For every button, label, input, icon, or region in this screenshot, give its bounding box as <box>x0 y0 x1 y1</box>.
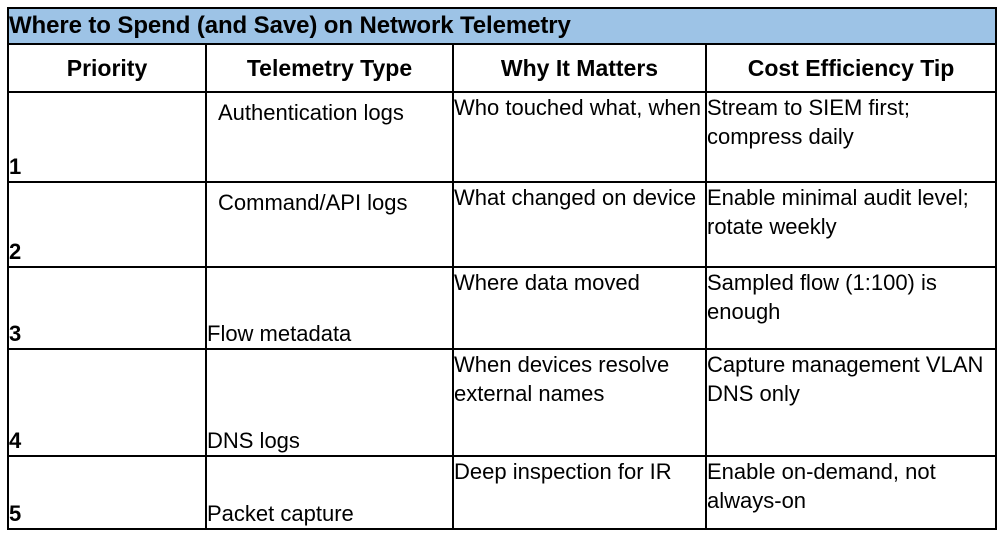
table-row: 2 Command/API logs What changed on devic… <box>7 181 998 268</box>
column-header-cost-efficiency-tip: Cost Efficiency Tip <box>704 43 998 93</box>
cell-cost-efficiency-tip: Enable minimal audit level; rotate weekl… <box>704 181 998 268</box>
column-header-priority: Priority <box>7 43 207 93</box>
cell-cost-efficiency-tip: Enable on-demand, not always-on <box>704 455 998 530</box>
cell-why-it-matters: What changed on device <box>452 181 707 268</box>
cell-cost-efficiency-tip: Sampled flow (1:100) is enough <box>704 266 998 350</box>
cell-why-it-matters: Where data moved <box>452 266 707 350</box>
cell-telemetry-type: Packet capture <box>205 455 454 530</box>
cell-telemetry-type: DNS logs <box>205 348 454 457</box>
cell-priority: 2 <box>7 181 207 268</box>
table-title: Where to Spend (and Save) on Network Tel… <box>6 7 998 45</box>
table-row: 5 Packet capture Deep inspection for IR … <box>7 455 998 530</box>
column-header-why-it-matters: Why It Matters <box>452 43 707 93</box>
cell-telemetry-type: Authentication logs <box>205 91 454 183</box>
cell-why-it-matters: Who touched what, when <box>452 91 707 183</box>
telemetry-priority-table: Where to Spend (and Save) on Network Tel… <box>6 7 998 530</box>
cell-cost-efficiency-tip: Stream to SIEM first; compress daily <box>704 91 998 183</box>
cell-why-it-matters: Deep inspection for IR <box>452 455 707 530</box>
table-row: 1 Authentication logs Who touched what, … <box>7 91 998 183</box>
cell-priority: 3 <box>7 266 207 350</box>
table-title-row: Where to Spend (and Save) on Network Tel… <box>6 7 998 45</box>
cell-priority: 1 <box>7 91 207 183</box>
table-row: 3 Flow metadata Where data moved Sampled… <box>7 266 998 350</box>
column-header-telemetry-type: Telemetry Type <box>205 43 454 93</box>
table-header-row: Priority Telemetry Type Why It Matters C… <box>7 43 998 93</box>
cell-why-it-matters: When devices resolve external names <box>452 348 707 457</box>
cell-telemetry-type: Flow metadata <box>205 266 454 350</box>
cell-priority: 5 <box>7 455 207 530</box>
table-row: 4 DNS logs When devices resolve external… <box>7 348 998 457</box>
cell-cost-efficiency-tip: Capture management VLAN DNS only <box>704 348 998 457</box>
cell-priority: 4 <box>7 348 207 457</box>
cell-telemetry-type: Command/API logs <box>205 181 454 268</box>
telemetry-table-container: Where to Spend (and Save) on Network Tel… <box>6 7 998 530</box>
